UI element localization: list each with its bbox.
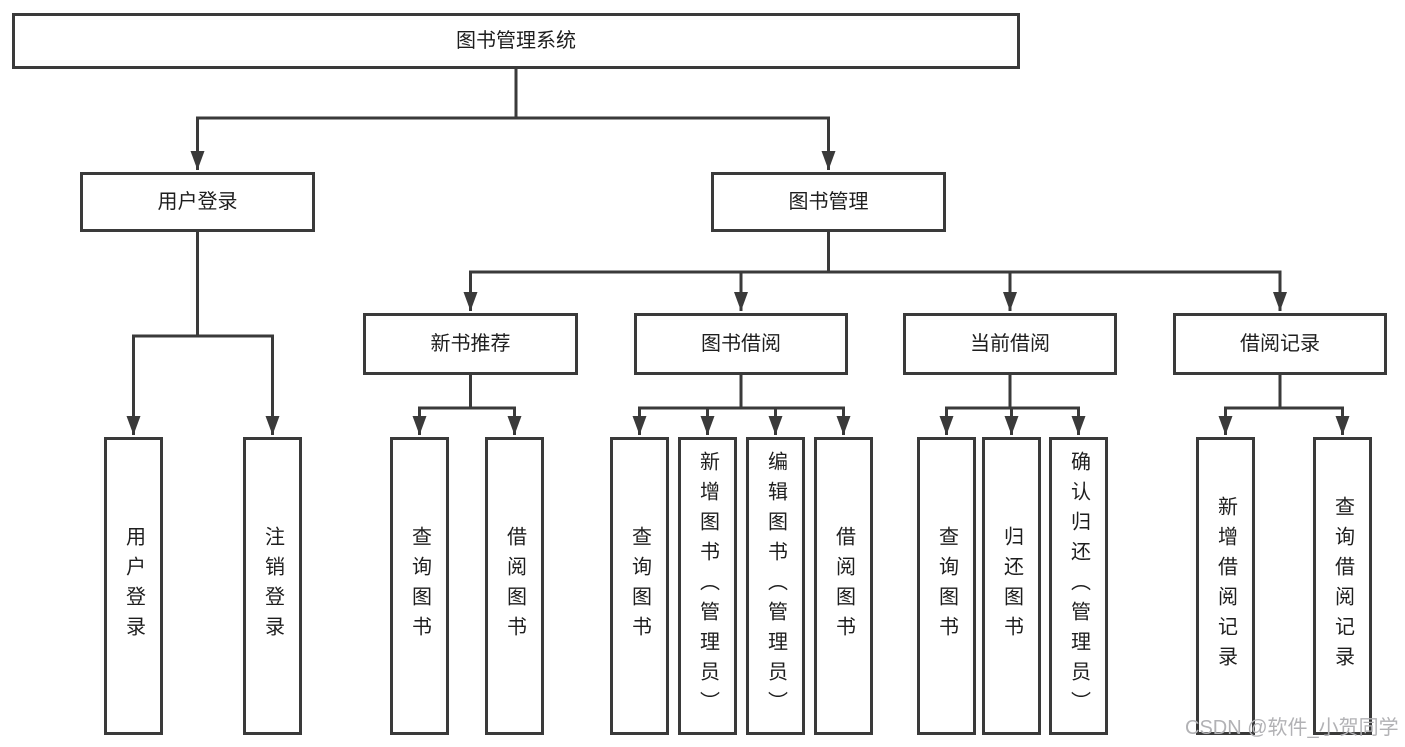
leaf-query-books: 查询图书 [610, 437, 669, 735]
leaf-edit-books-admin: 编辑图书（管理员） [746, 437, 805, 735]
leaf-query-books: 查询图书 [917, 437, 976, 735]
node-label: 图书管理系统 [456, 30, 576, 52]
leaf-confirm-return-admin: 确认归还（管理员） [1049, 437, 1108, 735]
node-label: 借阅图书 [503, 526, 526, 646]
leaf-user-login: 用户登录 [104, 437, 163, 735]
node-label: 借阅记录 [1240, 333, 1320, 355]
node-borrowing-records: 借阅记录 [1173, 313, 1387, 375]
node-current-borrowing: 当前借阅 [903, 313, 1117, 375]
node-book-management: 图书管理 [711, 172, 946, 232]
node-label: 新增借阅记录 [1214, 496, 1237, 676]
node-label: 用户登录 [157, 191, 238, 213]
node-label: 新增图书（管理员） [696, 451, 719, 721]
leaf-query-borrow-record: 查询借阅记录 [1313, 437, 1372, 735]
node-label: 查询借阅记录 [1331, 496, 1354, 676]
leaf-logout: 注销登录 [243, 437, 302, 735]
node-label: 图书管理 [788, 191, 869, 213]
node-label: 借阅图书 [832, 526, 855, 646]
node-label: 查询图书 [408, 526, 431, 646]
node-label: 查询图书 [935, 526, 958, 646]
leaf-query-books: 查询图书 [390, 437, 449, 735]
leaf-borrow-books: 借阅图书 [814, 437, 873, 735]
csdn-watermark: CSDN @软件_小贺同学 [1185, 717, 1399, 739]
leaf-add-books-admin: 新增图书（管理员） [678, 437, 737, 735]
node-label: 用户登录 [122, 526, 145, 646]
leaf-return-books: 归还图书 [982, 437, 1041, 735]
node-book-borrowing: 图书借阅 [634, 313, 848, 375]
node-label: 图书借阅 [701, 333, 781, 355]
leaf-borrow-books: 借阅图书 [485, 437, 544, 735]
node-library-management-system: 图书管理系统 [12, 13, 1020, 69]
node-label: 查询图书 [628, 526, 651, 646]
node-label: 新书推荐 [430, 333, 511, 355]
node-label: 注销登录 [261, 526, 284, 646]
leaf-add-borrow-record: 新增借阅记录 [1196, 437, 1255, 735]
node-label: 归还图书 [1000, 526, 1023, 646]
node-new-book-recommendation: 新书推荐 [363, 313, 578, 375]
node-label: 确认归还（管理员） [1067, 451, 1090, 721]
node-user-login: 用户登录 [80, 172, 315, 232]
node-label: 当前借阅 [970, 333, 1050, 355]
node-label: 编辑图书（管理员） [764, 451, 787, 721]
